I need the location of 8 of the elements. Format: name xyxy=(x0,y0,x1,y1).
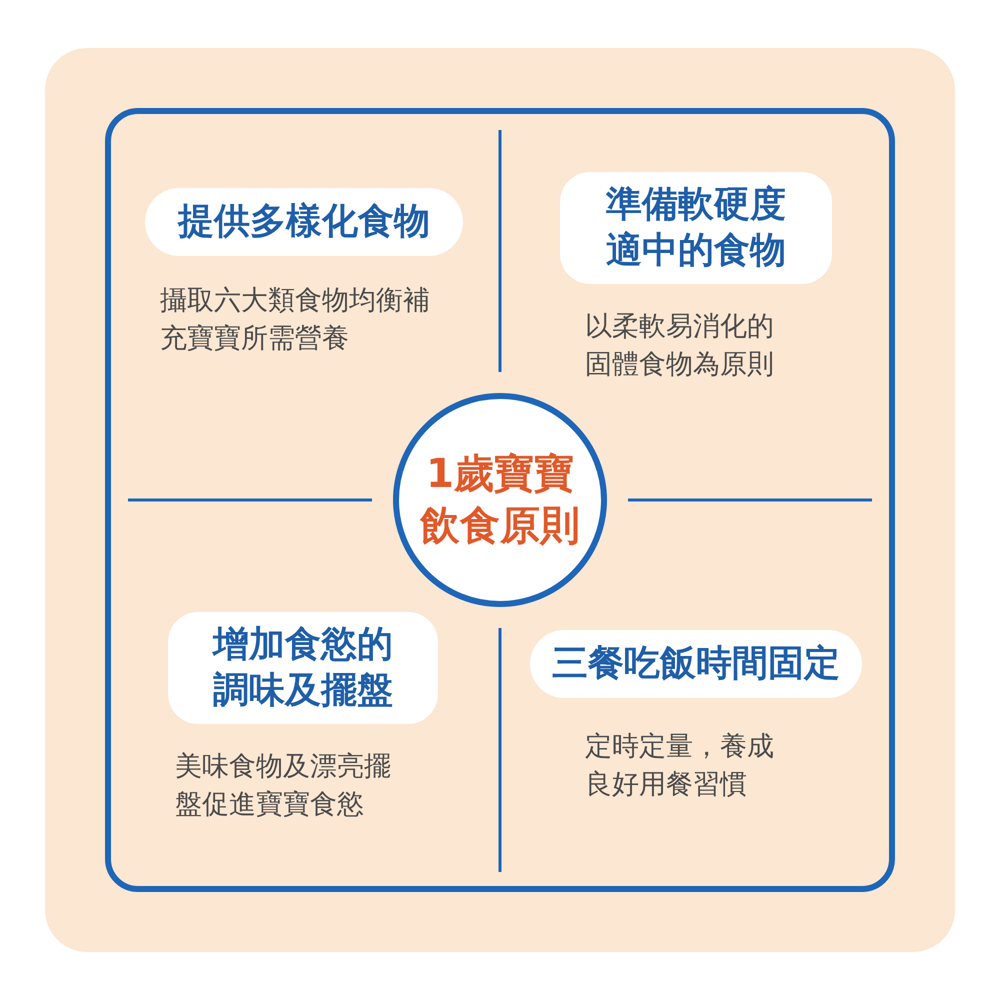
description-text: 美味食物及漂亮擺盤促進寶寶食慾 xyxy=(175,750,392,822)
heading-pill: 增加食慾的調味及擺盤 xyxy=(168,612,438,724)
description-text: 攝取六大類食物均衡補充寶寶所需營養 xyxy=(160,284,430,356)
description-text: 定時定量，養成良好用餐習慣 xyxy=(585,730,775,802)
description-text: 以柔軟易消化的固體食物為原則 xyxy=(585,310,775,382)
heading-pill: 準備軟硬度適中的食物 xyxy=(560,172,832,284)
heading-pill: 三餐吃飯時間固定 xyxy=(530,630,862,698)
heading-pill: 提供多樣化食物 xyxy=(145,188,463,256)
